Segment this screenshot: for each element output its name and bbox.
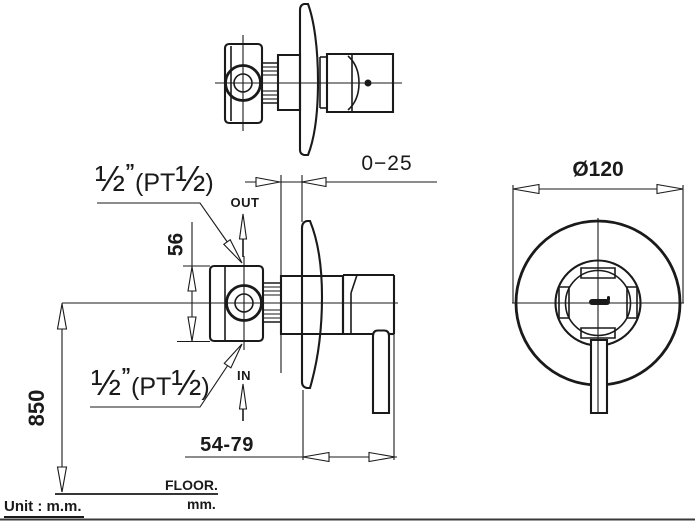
handle-side bbox=[343, 275, 394, 413]
elevation-view bbox=[62, 175, 398, 413]
floor-label: FLOOR. bbox=[165, 477, 218, 493]
wall-plate-top bbox=[300, 4, 318, 155]
dim-port-spacing bbox=[177, 222, 210, 342]
front-view bbox=[512, 218, 684, 413]
dim-wall-thickness-value: 0−25 bbox=[361, 152, 413, 175]
pipe-pt: (PT bbox=[135, 169, 176, 197]
dim-port-spacing-value: 56 bbox=[164, 232, 188, 257]
pipe-frac2: ½ bbox=[171, 362, 202, 403]
dim-depth-range-value: 54-79 bbox=[200, 434, 254, 456]
lever-front bbox=[591, 340, 607, 413]
in-label: IN bbox=[237, 368, 251, 383]
inch-mark: ” bbox=[121, 365, 132, 387]
inch-mark: ” bbox=[125, 161, 136, 183]
dimension-linework bbox=[0, 178, 695, 520]
pipe-frac2: ½ bbox=[175, 158, 206, 199]
pipe-frac1: ½ bbox=[91, 362, 122, 403]
out-flow-arrow bbox=[240, 214, 247, 257]
leader-in-connection bbox=[90, 344, 242, 407]
leader-out-connection bbox=[97, 203, 242, 263]
brand-logo-mark bbox=[589, 296, 610, 305]
floor-unit-label: mm. bbox=[187, 496, 216, 512]
dim-height-value: 850 bbox=[24, 389, 49, 427]
pipe-frac1: ½ bbox=[95, 158, 126, 199]
pipe-close: ) bbox=[205, 169, 214, 197]
in-flow-arrow bbox=[240, 384, 247, 421]
dim-plate-diameter bbox=[513, 185, 683, 304]
wall-sleeve-side bbox=[281, 276, 343, 334]
dim-height-from-floor bbox=[58, 303, 67, 492]
dim-wall-thickness bbox=[245, 178, 437, 187]
lever-side bbox=[373, 331, 389, 414]
pipe-close: ) bbox=[201, 373, 210, 401]
wall-plate-side bbox=[302, 221, 322, 388]
dim-plate-diameter-value: Ø120 bbox=[572, 158, 624, 181]
pipe-pt: (PT bbox=[131, 373, 172, 401]
dim-depth-range bbox=[185, 334, 397, 462]
out-label: OUT bbox=[230, 195, 260, 210]
top-view bbox=[215, 4, 402, 155]
unit-note: Unit : m.m. bbox=[4, 499, 84, 518]
